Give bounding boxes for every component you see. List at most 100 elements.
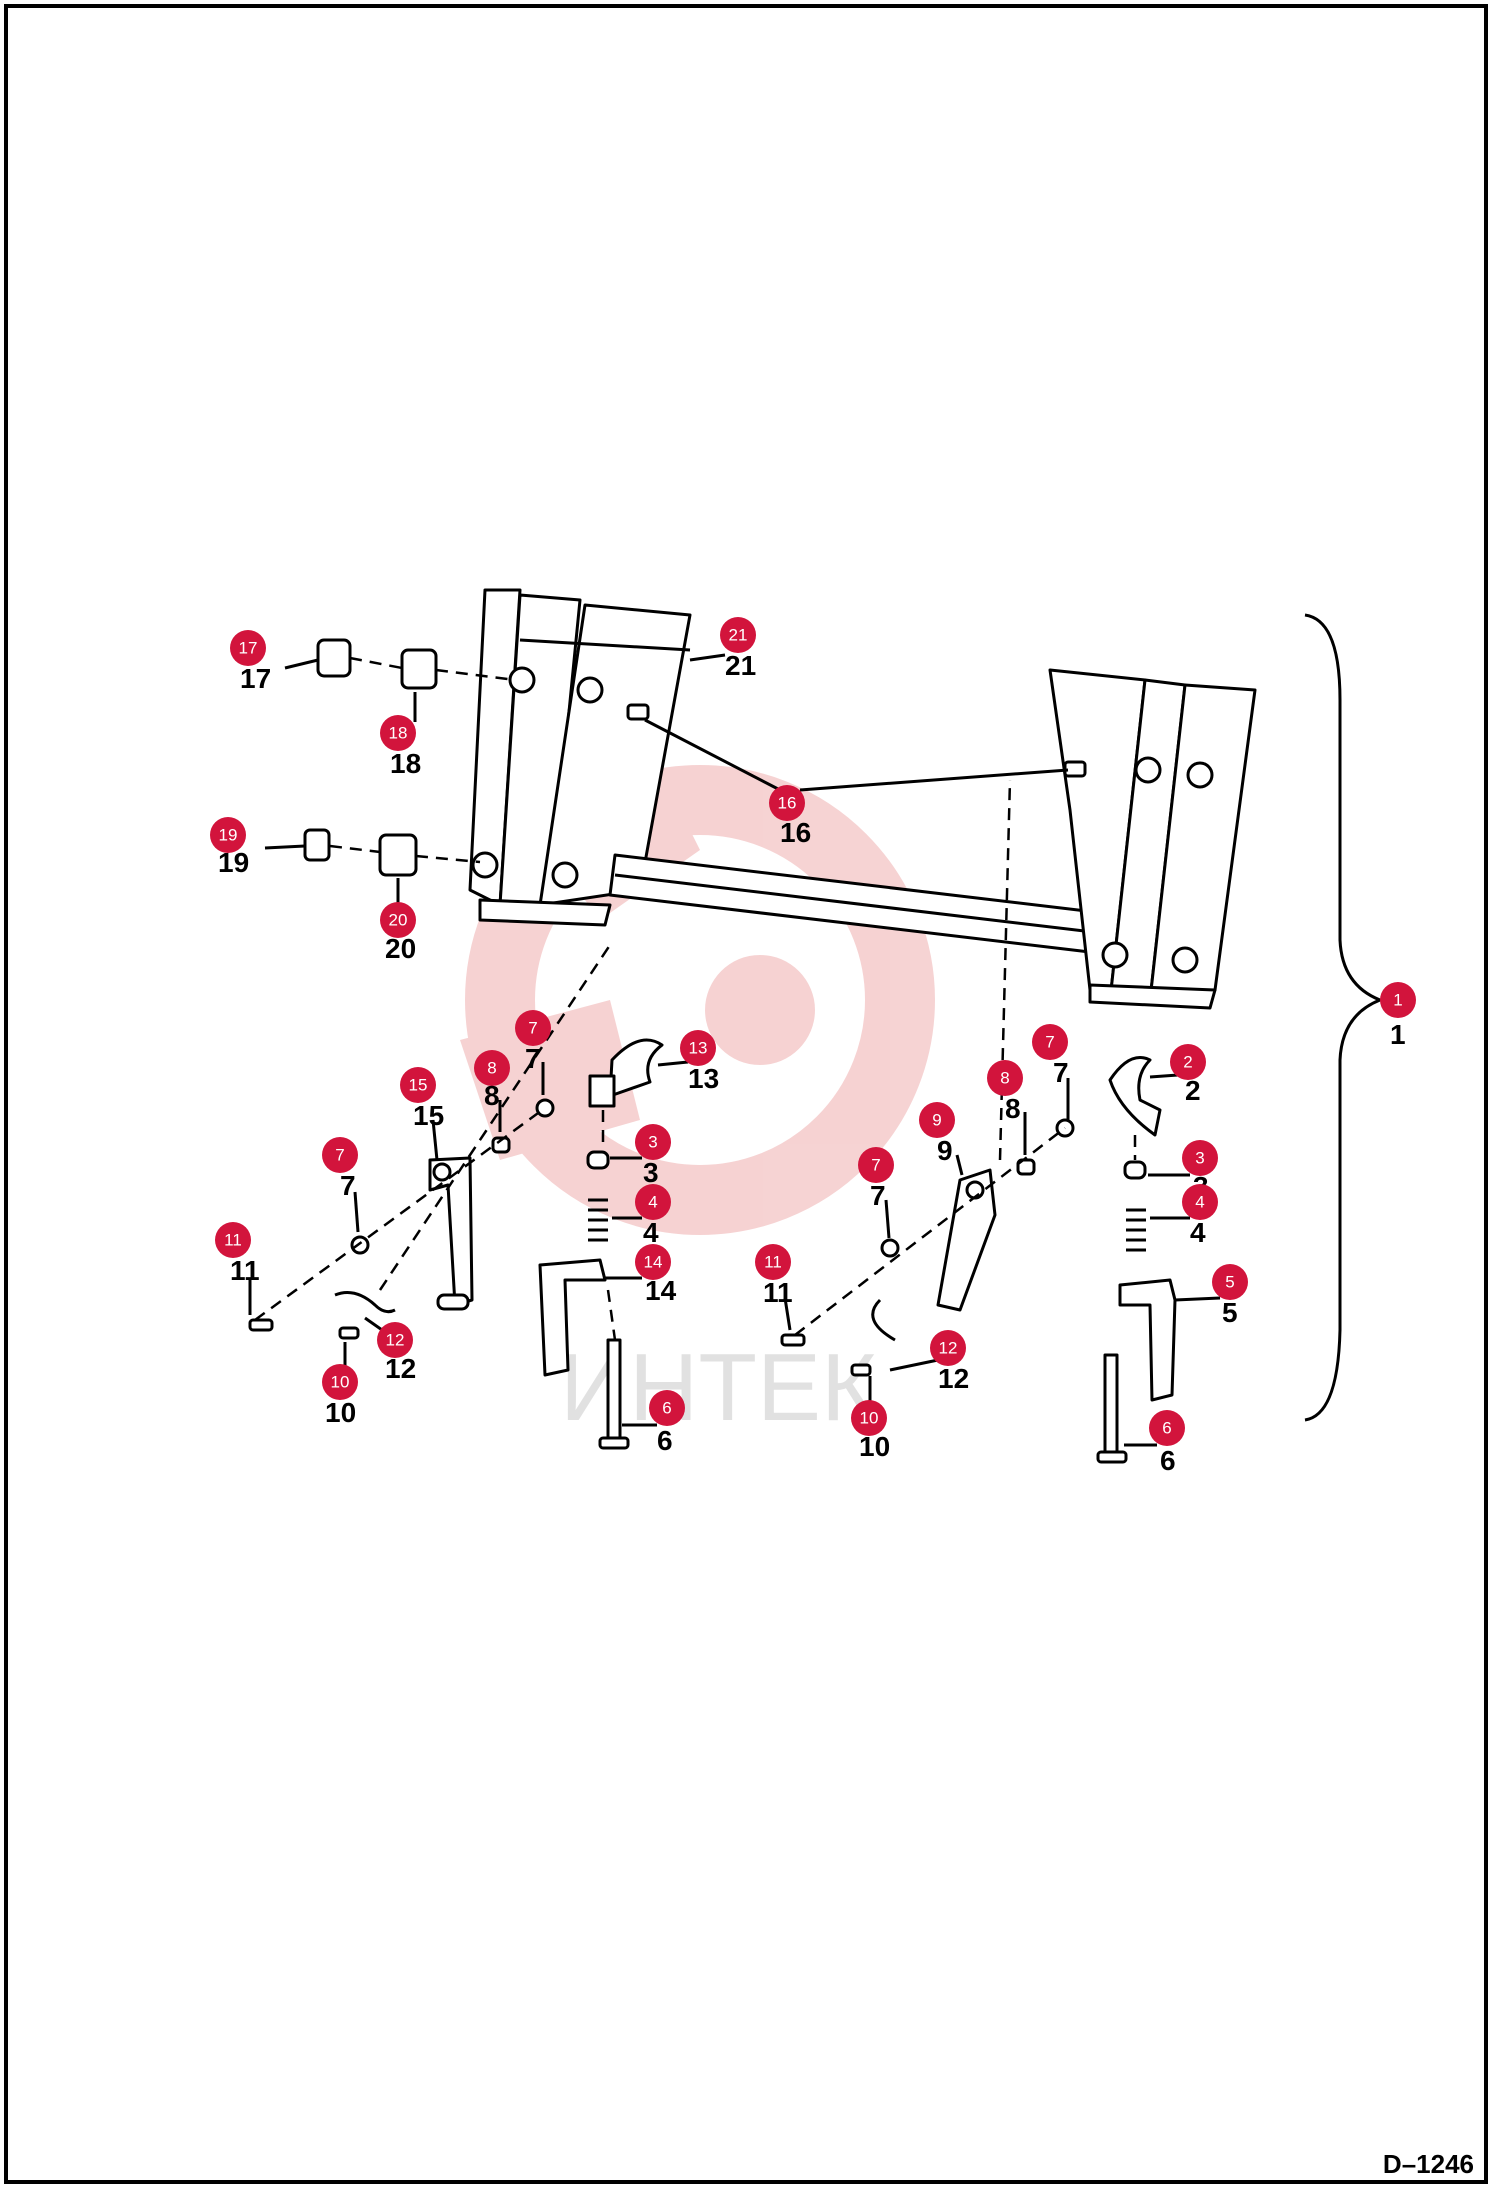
bushings: [303, 638, 1087, 877]
callout-marker: [377, 1322, 413, 1358]
callout-4: 44: [1150, 1184, 1218, 1248]
callout-number: 7: [870, 1180, 886, 1211]
callout-number: 11: [763, 1277, 793, 1308]
callout-marker: [515, 1010, 551, 1046]
callout-marker-label: 7: [528, 1019, 537, 1038]
callout-marker: [400, 1067, 436, 1103]
callout-marker-label: 18: [389, 724, 408, 743]
callout-leader-line: [889, 1358, 939, 1372]
callout-number: 19: [218, 847, 249, 878]
callout-marker-label: 6: [662, 1399, 671, 1418]
callout-8: 88: [987, 1060, 1027, 1155]
callout-marker: [322, 1364, 358, 1400]
callout-number: 15: [413, 1100, 444, 1131]
callout-leader-line: [884, 1199, 891, 1239]
callout-number: 21: [725, 650, 756, 681]
callout-marker-label: 10: [860, 1409, 879, 1428]
callout-marker-label: 17: [239, 639, 258, 658]
callout-marker: [755, 1244, 791, 1280]
callout-number: 12: [385, 1353, 416, 1384]
callout-marker: [1212, 1264, 1248, 1300]
callout-marker: [322, 1137, 358, 1173]
callout-marker-label: 16: [778, 794, 797, 813]
callout-marker: [649, 1390, 685, 1426]
callout-number: 20: [385, 933, 416, 964]
callout-number: 16: [780, 817, 811, 848]
callout-leader-line: [657, 1060, 689, 1067]
callout-marker: [987, 1060, 1023, 1096]
callout-marker-label: 4: [1195, 1193, 1204, 1212]
left-latch-assembly: [248, 944, 664, 1450]
callout-number: 12: [938, 1363, 969, 1394]
callout-marker-label: 20: [389, 911, 408, 930]
callout-marker: [858, 1147, 894, 1183]
callout-marker-label: 3: [1195, 1149, 1204, 1168]
callout-number: 2: [1185, 1075, 1201, 1106]
callout-9: 99: [919, 1102, 964, 1176]
callout-marker-label: 4: [648, 1193, 657, 1212]
callout-3: 33: [610, 1124, 671, 1188]
callout-5: 55: [1174, 1264, 1248, 1328]
callout-number: 5: [1222, 1297, 1238, 1328]
callout-marker: [919, 1102, 955, 1138]
callout-marker: [1032, 1024, 1068, 1060]
callout-number: 1: [1390, 1019, 1406, 1050]
callout-number: 4: [643, 1217, 659, 1248]
callout-number: 8: [1005, 1093, 1021, 1124]
callout-7: 77: [322, 1137, 360, 1233]
callout-marker: [215, 1222, 251, 1258]
callout-marker: [930, 1330, 966, 1366]
callout-marker: [1149, 1410, 1185, 1446]
callout-marker-label: 11: [764, 1253, 782, 1272]
callout-7: 77: [515, 1010, 551, 1095]
document-id: D–1246: [1382, 2149, 1474, 2179]
callout-marker-label: 7: [335, 1146, 344, 1165]
callout-number: 6: [657, 1425, 673, 1456]
callout-marker: [474, 1050, 510, 1086]
callout-number: 9: [937, 1135, 953, 1166]
callout-number: 10: [859, 1431, 890, 1462]
callout-marker: [769, 785, 805, 821]
callout-number: 3: [643, 1157, 659, 1188]
callout-marker: [210, 817, 246, 853]
mount-frame: [468, 588, 1257, 1010]
callout-marker-label: 21: [729, 626, 748, 645]
callout-marker-label: 11: [224, 1231, 242, 1250]
callout-marker-label: 8: [1000, 1069, 1009, 1088]
callout-leader-line: [955, 1154, 964, 1176]
callout-marker-label: 6: [1162, 1419, 1171, 1438]
callout-number: 10: [325, 1397, 356, 1428]
callout-6: 66: [622, 1390, 685, 1456]
callout-leader-line: [264, 844, 306, 850]
callout-marker: [635, 1244, 671, 1280]
callout-marker: [720, 617, 756, 653]
callout-leader-line: [284, 658, 319, 670]
callout-leader-line: [783, 1297, 792, 1331]
callout-marker-label: 1: [1393, 991, 1402, 1010]
callout-4: 44: [612, 1184, 671, 1248]
page-frame: [4, 4, 1488, 2184]
callout-leader-line: [353, 1191, 360, 1233]
callout-marker: [1170, 1044, 1206, 1080]
callout-leader-line: [1174, 1296, 1221, 1302]
callout-7: 77: [858, 1147, 894, 1239]
callout-marker-label: 7: [871, 1156, 880, 1175]
callout-marker-label: 9: [932, 1111, 941, 1130]
callout-marker: [680, 1030, 716, 1066]
callout-marker-label: 14: [644, 1253, 663, 1272]
callout-marker: [635, 1184, 671, 1220]
callout-marker-label: 12: [939, 1339, 958, 1358]
